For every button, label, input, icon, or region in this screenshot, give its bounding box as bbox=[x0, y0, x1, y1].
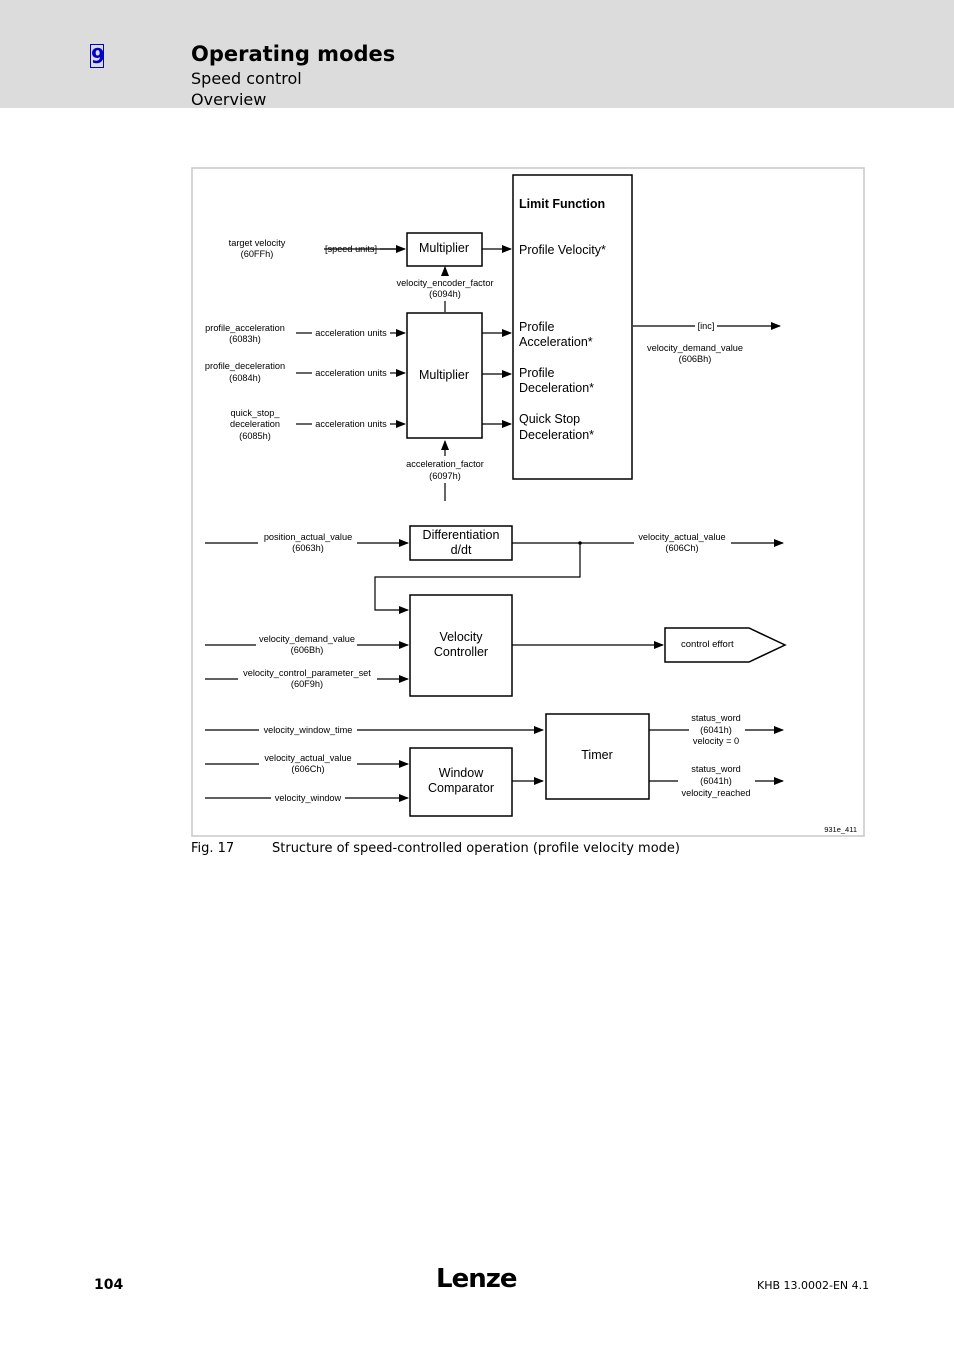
acc-units-label-3: acceleration units bbox=[315, 419, 387, 429]
quick-stop-index: (6085h) bbox=[239, 431, 271, 441]
quick-stop-label-1: quick_stop_ bbox=[230, 408, 280, 418]
figure-label: Fig. 17 bbox=[191, 841, 235, 856]
velocity-window-label: velocity_window bbox=[275, 793, 342, 803]
acc-units-label-2: acceleration units bbox=[315, 368, 387, 378]
multiplier-label-2: Multiplier bbox=[419, 368, 469, 382]
window-comparator-label-1: Window bbox=[439, 766, 484, 780]
status-zero-condition: velocity = 0 bbox=[693, 736, 739, 746]
velocity-controller-label-1: Velocity bbox=[439, 630, 483, 644]
vcps-index: (60F9h) bbox=[291, 679, 323, 689]
acc-units-label-1: acceleration units bbox=[315, 328, 387, 338]
quick-stop-label-2: deceleration bbox=[230, 419, 280, 429]
figure-frame bbox=[191, 167, 865, 837]
page-number: 104 bbox=[94, 1277, 124, 1293]
control-effort-label: control effort bbox=[681, 639, 734, 650]
page-section: Overview bbox=[191, 90, 267, 109]
profile-acceleration-index: (6083h) bbox=[229, 334, 261, 344]
velocity-demand-out-index: (606Bh) bbox=[679, 354, 712, 364]
multiplier-block-1 bbox=[406, 232, 483, 267]
arrow-feedback bbox=[374, 543, 581, 614]
page-header bbox=[0, 0, 954, 108]
status-zero-label: status_word bbox=[691, 713, 741, 723]
position-actual-label: position_actual_value bbox=[264, 532, 352, 542]
velocity-demand-out-label: velocity_demand_value bbox=[647, 343, 743, 353]
inc-label: [inc] bbox=[698, 321, 715, 331]
chapter-number[interactable]: 9 bbox=[90, 44, 105, 68]
limit-quick-stop-2: Deceleration* bbox=[519, 428, 594, 442]
page-title: Operating modes bbox=[191, 42, 396, 66]
limit-function-block bbox=[512, 174, 633, 480]
limit-profile-acceleration-2: Acceleration* bbox=[519, 335, 593, 349]
encoder-factor-index: (6094h) bbox=[429, 289, 461, 299]
figure-ref: 931e_411 bbox=[824, 825, 857, 834]
differentiation-label-2: d/dt bbox=[451, 543, 472, 557]
velocity-controller-label-2: Controller bbox=[434, 645, 488, 659]
velocity-controller-block bbox=[409, 594, 513, 697]
position-actual-index: (6063h) bbox=[292, 543, 324, 553]
figure-caption: Structure of speed-controlled operation … bbox=[272, 841, 680, 856]
velocity-actual-in-index: (606Ch) bbox=[291, 764, 324, 774]
profile-acceleration-label: profile_acceleration bbox=[205, 323, 285, 333]
velocity-demand-in-index: (606Bh) bbox=[291, 645, 324, 655]
vcps-label: velocity_control_parameter_set bbox=[243, 668, 371, 678]
differentiation-label-1: Differentiation bbox=[423, 528, 500, 542]
block-diagram: Multiplier Multiplier Differentiation d/… bbox=[191, 167, 865, 837]
limit-profile-deceleration-2: Deceleration* bbox=[519, 381, 594, 395]
velocity-actual-out-label: velocity_actual_value bbox=[638, 532, 725, 542]
limit-profile-deceleration-1: Profile bbox=[519, 366, 554, 380]
limit-quick-stop-1: Quick Stop bbox=[519, 412, 580, 426]
profile-deceleration-index: (6084h) bbox=[229, 373, 261, 383]
status-zero-index: (6041h) bbox=[700, 725, 732, 735]
multiplier-block-2 bbox=[406, 312, 483, 439]
window-time-label: velocity_window_time bbox=[264, 725, 353, 735]
document-id: KHB 13.0002-EN 4.1 bbox=[757, 1279, 870, 1292]
profile-deceleration-label: profile_deceleration bbox=[205, 361, 285, 371]
speed-units-label: [speed units] bbox=[325, 244, 377, 254]
velocity-actual-in-label: velocity_actual_value bbox=[264, 753, 351, 763]
differentiation-block bbox=[409, 525, 513, 561]
limit-function-title: Limit Function bbox=[519, 197, 605, 211]
limit-profile-acceleration-1: Profile bbox=[519, 320, 554, 334]
window-comparator-label-2: Comparator bbox=[428, 781, 494, 795]
junction-dot bbox=[578, 541, 582, 545]
velocity-actual-out-index: (606Ch) bbox=[665, 543, 698, 553]
timer-label: Timer bbox=[581, 748, 612, 762]
limit-profile-velocity: Profile Velocity* bbox=[519, 243, 606, 257]
encoder-factor-label: velocity_encoder_factor bbox=[396, 278, 493, 288]
acc-factor-label: acceleration_factor bbox=[406, 459, 484, 469]
lenze-logo: Lenze bbox=[436, 1264, 517, 1294]
multiplier-label-1: Multiplier bbox=[419, 241, 469, 255]
status-reached-condition: velocity_reached bbox=[682, 788, 751, 798]
control-effort-shape bbox=[664, 627, 787, 663]
status-reached-index: (6041h) bbox=[700, 776, 732, 786]
timer-block bbox=[545, 713, 650, 800]
page-subtitle: Speed control bbox=[191, 69, 302, 88]
status-reached-label: status_word bbox=[691, 764, 741, 774]
target-velocity-index: (60FFh) bbox=[241, 249, 274, 259]
target-velocity-label: target velocity bbox=[229, 238, 286, 248]
velocity-demand-in-label: velocity_demand_value bbox=[259, 634, 355, 644]
window-comparator-block bbox=[409, 747, 513, 817]
acc-factor-index: (6097h) bbox=[429, 471, 461, 481]
